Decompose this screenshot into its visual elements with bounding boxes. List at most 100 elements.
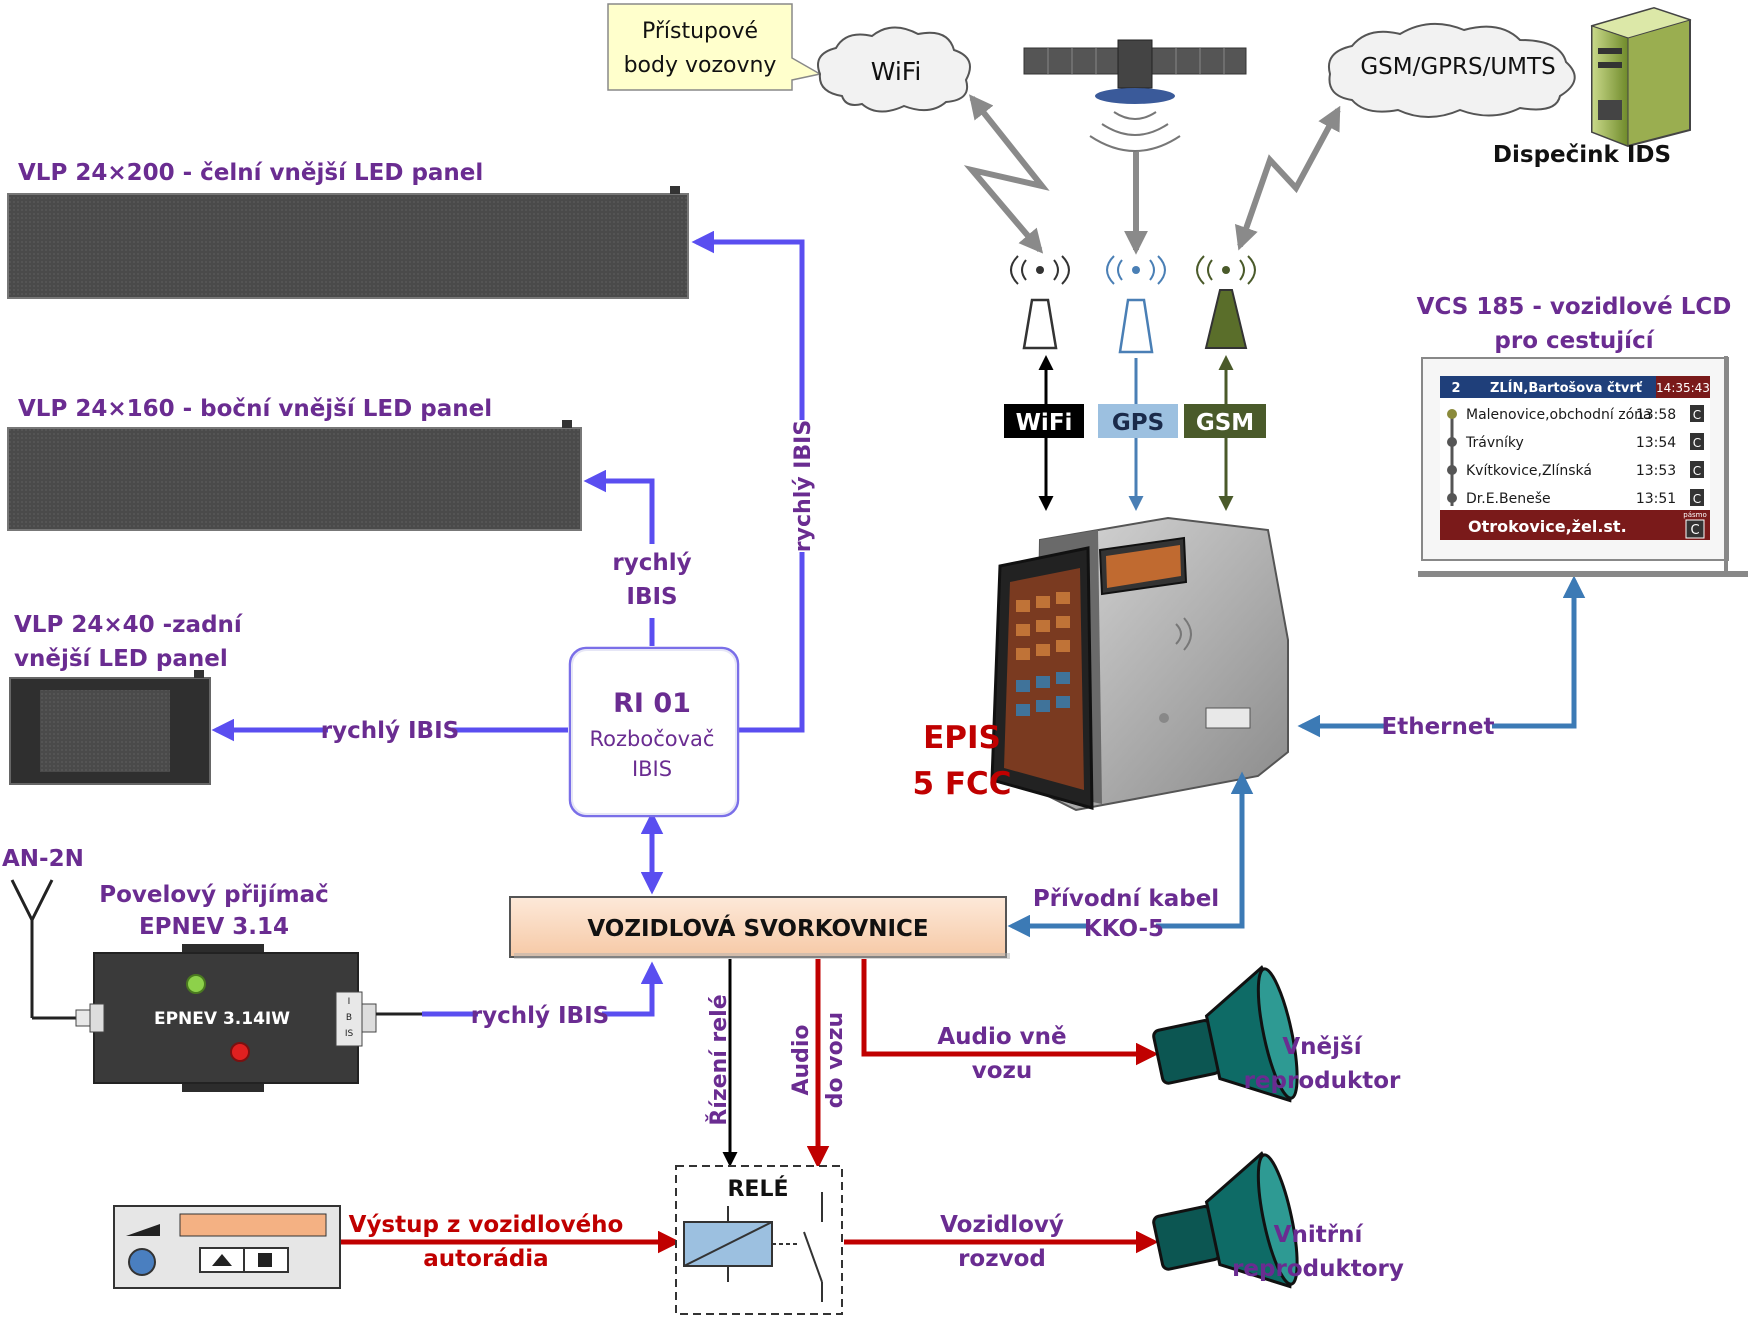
gsm-wireless-link <box>1234 105 1341 251</box>
label-distribution-2: rozvod <box>958 1246 1046 1272</box>
gps-antenna-icon <box>1106 255 1166 354</box>
wifi-cloud-icon <box>817 26 971 113</box>
satellite-icon <box>1023 39 1247 152</box>
callout-line-2: body vozovny <box>624 53 777 78</box>
lcd-header-stop: ZLÍN,Bartošova čtvrť <box>1490 380 1643 396</box>
receiver-port-label-2: B <box>346 1013 352 1023</box>
outer-speaker-label-1: Vnější <box>1282 1034 1362 1060</box>
label-fast-ibis-vertical: rychlý IBIS <box>791 420 816 552</box>
relay-box <box>675 1165 843 1315</box>
audio-outside-line <box>861 959 1159 1066</box>
label-ethernet: Ethernet <box>1382 714 1495 740</box>
callout-line-1: Přístupové <box>642 19 758 44</box>
lcd-stop-zone: C <box>1693 408 1701 422</box>
label-fast-ibis-2: IBIS <box>626 584 677 610</box>
wireless-links <box>963 94 1341 255</box>
label-cable-1: Přívodní kabel <box>1033 886 1219 912</box>
wifi-antenna-icon <box>1010 255 1070 350</box>
side-led-panel <box>7 420 582 531</box>
lcd-stop-name: Kvítkovice,Zlínská <box>1466 463 1592 479</box>
dispatch-label: Dispečink IDS <box>1493 142 1671 168</box>
label-distribution-1: Vozidlový <box>940 1212 1064 1238</box>
audio-lines <box>340 959 1159 1254</box>
gps-badge-label: GPS <box>1112 410 1164 436</box>
gsm-cloud-label: GSM/GPRS/UMTS <box>1360 54 1555 80</box>
gsm-antenna-icon <box>1196 255 1256 349</box>
relay-label: RELÉ <box>727 1176 788 1202</box>
lcd-stop-time: 13:53 <box>1636 463 1676 479</box>
wifi-wireless-link <box>963 94 1050 254</box>
access-point-callout <box>607 3 823 91</box>
rear-panel-label-line2: vnější LED panel <box>14 646 228 672</box>
lcd-stop-name: Trávníky <box>1465 435 1524 451</box>
wifi-badge-label: WiFi <box>1016 410 1073 436</box>
label-audio-in-2: do vozu <box>823 1012 848 1108</box>
front-panel-label: VLP 24×200 - čelní vnější LED panel <box>18 160 483 186</box>
inner-speaker-label-2: reproduktory <box>1232 1256 1404 1282</box>
epnev-receiver <box>75 944 422 1092</box>
front-led-panel <box>7 186 689 299</box>
lcd-header-time: 14:35:43 <box>1656 381 1710 395</box>
receiver-title-1: Povelový přijímač <box>99 882 329 908</box>
ri01-line2: IBIS <box>632 757 672 781</box>
lcd-title-1: VCS 185 - vozidlové LCD <box>1417 294 1732 320</box>
receiver-device-label: EPNEV 3.14IW <box>154 1009 290 1029</box>
antenna-label: AN-2N <box>2 846 84 872</box>
epis-label-2: 5 FCC <box>912 766 1011 802</box>
receiver-port-label-3: IS <box>345 1029 354 1039</box>
volume-icon <box>126 1224 160 1236</box>
receiver-port-label-1: I <box>348 997 351 1007</box>
rear-led-panel <box>9 670 211 785</box>
epis-terminal-icon <box>990 516 1289 812</box>
ri01-splitter <box>568 646 740 818</box>
terminal-label: VOZIDLOVÁ SVORKOVNICE <box>587 914 928 942</box>
label-audio-out-1: Audio vně <box>937 1024 1066 1050</box>
label-radio-out-2: autorádia <box>423 1246 548 1272</box>
ri01-line1: Rozbočovač <box>590 727 715 751</box>
lcd-title-2: pro cestující <box>1494 328 1654 354</box>
server-icon <box>1590 6 1692 148</box>
ethernet-line <box>1297 575 1586 738</box>
an2n-antenna <box>10 879 76 1020</box>
lcd-final-stop: Otrokovice,žel.st. <box>1468 517 1627 536</box>
car-radio <box>113 1205 341 1289</box>
volume-knob-icon <box>128 1248 156 1276</box>
lcd-stop-zone: C <box>1693 492 1701 506</box>
eject-icon <box>212 1254 232 1266</box>
gsm-badge <box>1184 404 1266 438</box>
gsm-cloud-icon <box>1328 22 1576 118</box>
gsm-badge-label: GSM <box>1196 410 1254 436</box>
side-panel-label: VLP 24×160 - boční vnější LED panel <box>18 396 492 422</box>
label-audio-out-2: vozu <box>972 1058 1033 1084</box>
label-cable-2: KKO-5 <box>1084 916 1164 942</box>
gps-badge <box>1098 404 1178 438</box>
lcd-line-number: 2 <box>1451 381 1460 396</box>
lcd-stop-zone: C <box>1693 436 1701 450</box>
lcd-final-zone: C <box>1690 523 1699 538</box>
terminal-block <box>509 896 1010 959</box>
wifi-badge <box>1004 404 1084 438</box>
lcd-stop-name: Malenovice,obchodní zóna <box>1466 407 1652 423</box>
outer-speaker-icon <box>1152 965 1299 1103</box>
label-audio-in-1: Audio <box>789 1024 814 1095</box>
stop-icon <box>258 1253 272 1267</box>
label-fast-ibis-1: rychlý <box>612 550 691 576</box>
lcd-stop-name: Dr.E.Beneše <box>1466 491 1551 507</box>
wifi-cloud-label: WiFi <box>871 57 922 86</box>
inner-speaker-label-1: Vnitřní <box>1274 1222 1364 1248</box>
label-fast-ibis-epnev: rychlý IBIS <box>471 1003 609 1029</box>
lcd-stop-time: 13:54 <box>1636 435 1676 451</box>
inner-speaker-icon <box>1152 1151 1299 1289</box>
rear-panel-label-line1: VLP 24×40 -zadní <box>14 612 243 638</box>
label-relay-control: Řízení relé <box>706 994 732 1125</box>
lcd-stop-time: 13:58 <box>1636 407 1676 423</box>
green-led-icon <box>186 974 206 994</box>
red-button-icon <box>230 1042 250 1062</box>
lcd-zone-caption: pásmo <box>1683 511 1706 519</box>
epis-label-1: EPIS <box>923 720 1001 756</box>
outer-speaker-label-2: reproduktor <box>1244 1068 1401 1094</box>
lcd-display <box>1418 356 1748 577</box>
lcd-stop-time: 13:51 <box>1636 491 1676 507</box>
label-radio-out-1: Výstup z vozidlového <box>349 1212 624 1238</box>
